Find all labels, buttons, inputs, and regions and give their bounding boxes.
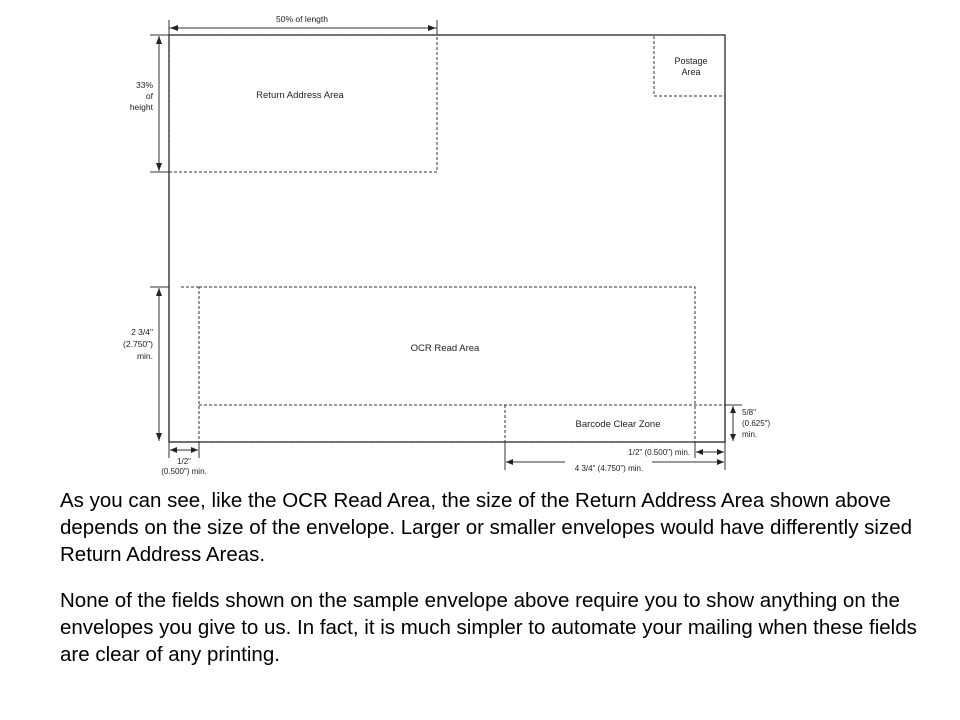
- barcode-length-dimension: 4 3/4" (4.750") min.: [504, 442, 724, 473]
- top-dimension: 50% of length: [168, 14, 438, 35]
- ocr-height-dimension: 2 3/4" (2.750") min.: [112, 286, 169, 441]
- ocr-height-line-1: 2 3/4": [131, 327, 153, 337]
- top-dimension-label: 50% of length: [276, 14, 328, 24]
- ocr-height-line-3: min.: [137, 351, 153, 361]
- barcode-clear-zone-label: Barcode Clear Zone: [575, 419, 660, 430]
- ocr-left-margin-line-1: 1/2": [177, 457, 191, 466]
- ocr-left-margin-line-2: (0.500") min.: [161, 467, 207, 476]
- height-dimension-line-3: height: [130, 102, 154, 112]
- height-dimension-line-1: 33%: [136, 80, 153, 90]
- postage-area-line-1: Postage: [674, 56, 707, 66]
- barcode-height-line-1: 5/8": [742, 408, 756, 417]
- return-address-area-box: [168, 34, 438, 173]
- ocr-right-margin-dimension: 1/2" (0.500") min.: [628, 442, 726, 470]
- explanation-paragraph-2: None of the fields shown on the sample e…: [60, 589, 917, 666]
- postage-area-box: [653, 34, 726, 97]
- barcode-length-label: 4 3/4" (4.750") min.: [575, 464, 643, 473]
- ocr-read-area-label: OCR Read Area: [411, 343, 480, 354]
- envelope-diagram: 50% of length Return Address Area 33% of…: [112, 14, 771, 476]
- envelope-outline: [168, 34, 726, 443]
- barcode-height-line-2: (0.625"): [742, 419, 771, 428]
- ocr-read-area-box: [198, 286, 696, 443]
- barcode-height-dimension: 5/8" (0.625") min.: [725, 404, 771, 441]
- ocr-left-margin-dimension: 1/2" (0.500") min.: [161, 442, 207, 476]
- height-dimension-line-2: of: [146, 91, 154, 101]
- return-address-area-label: Return Address Area: [256, 90, 344, 101]
- ocr-right-margin-label: 1/2" (0.500") min.: [628, 448, 690, 457]
- explanation-paragraph-1: As you can see, like the OCR Read Area, …: [60, 489, 913, 566]
- barcode-height-line-3: min.: [742, 430, 757, 439]
- height-dimension: 33% of height: [125, 34, 169, 173]
- ocr-height-line-2: (2.750"): [123, 339, 153, 349]
- postage-area-line-2: Area: [681, 67, 700, 77]
